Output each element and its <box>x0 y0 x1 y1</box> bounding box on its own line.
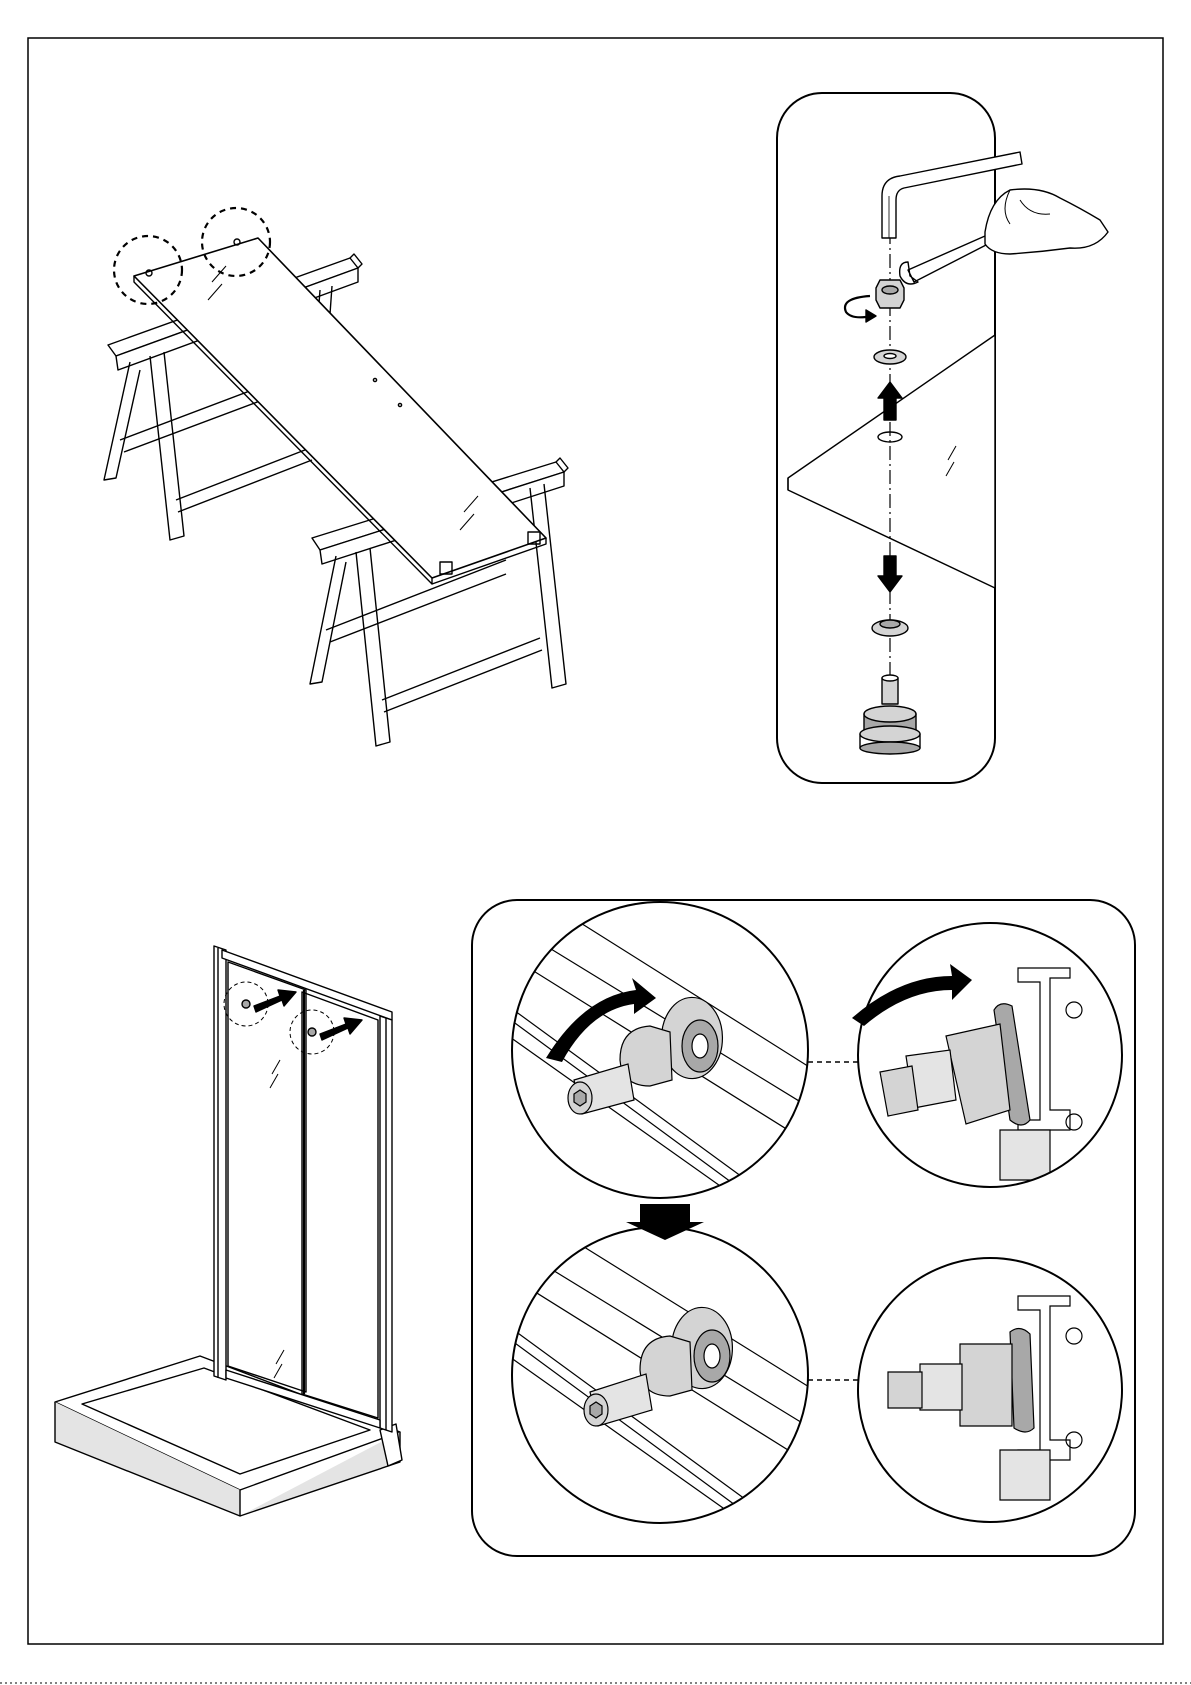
arrow-right-icon <box>254 990 296 1012</box>
roller-track-detail-figure <box>472 900 1135 1556</box>
arrow-right-icon <box>320 1018 362 1040</box>
wrench-icon <box>900 236 988 284</box>
roller-bolt-exploded-figure <box>777 93 1108 783</box>
hand-icon <box>985 189 1108 254</box>
detail-circle-3 <box>500 1227 830 1523</box>
roller-bolt-icon <box>860 675 920 754</box>
glass-on-trestles-figure <box>104 208 568 746</box>
arrow-down-icon <box>626 1204 704 1240</box>
detail-circle-1 <box>500 902 830 1200</box>
detail-circle-2 <box>852 923 1122 1187</box>
curved-arrow-icon <box>852 964 972 1026</box>
detail-circle-4 <box>858 1258 1122 1522</box>
shower-enclosure-figure <box>55 946 402 1516</box>
arrow-down-icon <box>878 556 902 592</box>
